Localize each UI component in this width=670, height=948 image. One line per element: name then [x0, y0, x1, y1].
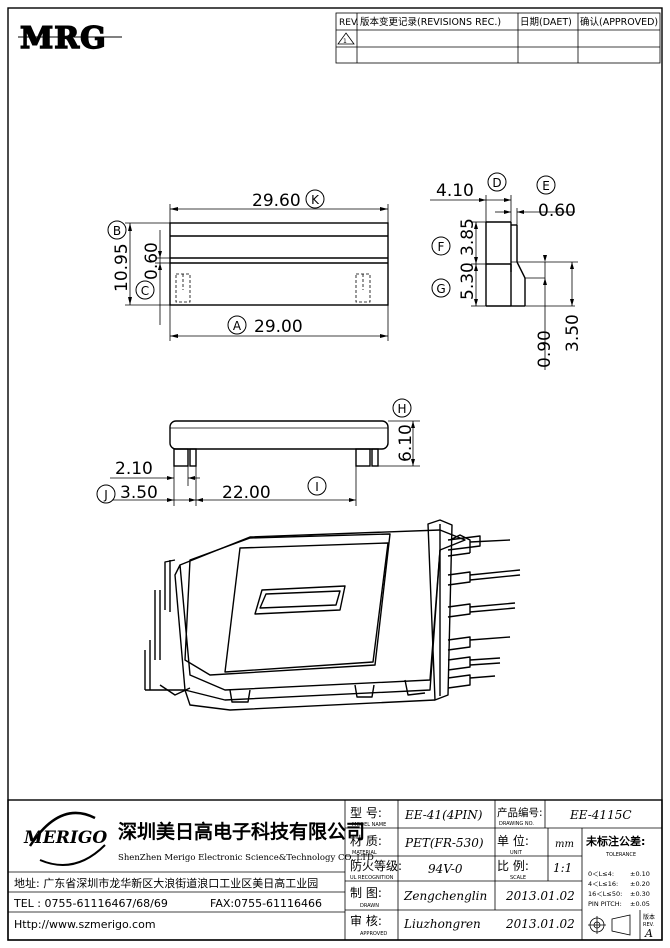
- ul-value: 94V-0: [428, 862, 463, 876]
- dim-J-letter: J: [103, 488, 108, 502]
- svg-text:UL RECOGNITION: UL RECOGNITION: [350, 875, 394, 881]
- scale-label: 比 例:: [497, 859, 529, 873]
- svg-text:UNIT: UNIT: [510, 850, 523, 856]
- website: Http://www.szmerigo.com: [14, 918, 156, 931]
- dim-E-letter: E: [542, 179, 550, 193]
- dim-B-value: 10.95: [112, 243, 132, 292]
- svg-text:REV.: REV.: [643, 922, 654, 928]
- svg-text:MATERIAL: MATERIAL: [352, 850, 377, 856]
- dim-J-value: 3.50: [120, 483, 158, 503]
- dim-H-letter: H: [397, 402, 406, 416]
- unit-value: mm: [555, 839, 574, 850]
- svg-text:SCALE: SCALE: [510, 875, 526, 881]
- dim-I-letter: I: [315, 480, 319, 494]
- svg-text:APPROVED: APPROVED: [360, 931, 387, 937]
- dim-D-value: 4.10: [436, 181, 474, 201]
- dim-G-value: 5.30: [458, 262, 478, 300]
- approved-header: 确认(APPROVED): [580, 16, 658, 28]
- svg-text:0＜L≤4:: 0＜L≤4:: [588, 870, 614, 878]
- material-value: PET(FR-530): [404, 836, 484, 850]
- svg-text:1: 1: [343, 38, 347, 45]
- svg-text:PIN PITCH:: PIN PITCH:: [588, 900, 622, 908]
- scale-value: 1:1: [553, 861, 572, 875]
- date-header: 日期(DAET): [520, 17, 572, 28]
- ul-label: 防火等级:: [350, 858, 402, 873]
- svg-text:±0.05: ±0.05: [630, 900, 650, 908]
- fax: FAX:0755-61116466: [210, 897, 322, 910]
- dim-F-value: 3.85: [458, 218, 478, 256]
- drawn-date: 2013.01.02: [505, 889, 575, 903]
- address: 地址: 广东省深圳市龙华新区大浪街道浪口工业区美日高工业园: [14, 876, 318, 890]
- dim-H-value: 6.10: [396, 424, 416, 462]
- model-value: EE-41(4PIN): [404, 808, 483, 822]
- svg-text:16＜L≤50:: 16＜L≤50:: [588, 890, 622, 898]
- material-label: 材 质:: [350, 834, 382, 848]
- dim-K-letter: K: [311, 193, 320, 207]
- bottom-view: 6.10 H 2.10 J 3.50 22.00 I: [96, 398, 420, 506]
- revision-table: REV. 版本变更记录(REVISIONS REC.) 日期(DAET) 确认(…: [335, 12, 661, 64]
- svg-text:MRG: MRG: [20, 21, 107, 56]
- approved-label: 审 核:: [350, 913, 382, 928]
- side-view: 4.10 D 0.60 E 3.85 5.30 F G 0.90 3.50: [430, 172, 583, 370]
- svg-text:MERIGO: MERIGO: [23, 828, 107, 848]
- svg-text:±0.10: ±0.10: [630, 870, 650, 878]
- dim-B-letter: B: [113, 224, 121, 238]
- dim-C-letter: C: [141, 284, 149, 298]
- svg-text:DRAWN: DRAWN: [360, 903, 379, 909]
- dim-G-letter: G: [436, 282, 445, 296]
- dim-A-value: 29.00: [254, 317, 303, 337]
- rev-header: REV.: [339, 18, 359, 28]
- dim-I-value: 22.00: [222, 483, 271, 503]
- title-block: MERIGO 深圳美日高电子科技有限公司 ShenZhen Merigo Ele…: [7, 799, 663, 941]
- unit-label: 单 位:: [497, 833, 529, 848]
- company-cn: 深圳美日高电子科技有限公司: [118, 820, 365, 843]
- isometric-view: [144, 519, 521, 711]
- drawing-no-value: EE-4115C: [569, 808, 632, 822]
- dim-350-value: 3.50: [563, 314, 583, 352]
- model-label: 型 号:: [350, 806, 382, 820]
- dim-F-letter: F: [438, 240, 445, 254]
- svg-text:TOLERANCE: TOLERANCE: [605, 852, 636, 858]
- dim-D-letter: D: [492, 176, 501, 190]
- tolerance-label: 未标注公差:: [585, 834, 645, 848]
- dim-E-value: 0.60: [538, 201, 576, 221]
- dim-090-value: 0.90: [535, 330, 555, 368]
- svg-text:DRAWING NO.: DRAWING NO.: [499, 821, 534, 827]
- drawing-no-label: 产品编号:: [497, 806, 543, 819]
- mrg-logo: MRG: [18, 20, 122, 57]
- tolerance-table: 0＜L≤4: ±0.10 4＜L≤16: ±0.20 16＜L≤50: ±0.3…: [588, 870, 650, 908]
- dim-C-value: 0.60: [142, 242, 162, 280]
- approved-date: 2013.01.02: [505, 917, 575, 931]
- record-header: 版本变更记录(REVISIONS REC.): [360, 16, 501, 28]
- front-view: 29.60 K A 29.00 B 10.95 C 0.60: [107, 189, 389, 341]
- svg-text:±0.30: ±0.30: [630, 890, 650, 898]
- rev-triangle-icon: [337, 32, 355, 45]
- version-value: A: [644, 927, 653, 940]
- dim-210-value: 2.10: [115, 459, 153, 479]
- approved-value: Liuzhongren: [403, 917, 481, 931]
- svg-text:±0.20: ±0.20: [630, 880, 650, 888]
- drawn-label: 制 图:: [350, 886, 382, 900]
- dim-K-value: 29.60: [252, 191, 301, 211]
- version-label: 版本: [643, 913, 655, 921]
- merigo-logo: MERIGO: [23, 811, 107, 866]
- projection-symbol-icon: [588, 914, 631, 936]
- company-en: ShenZhen Merigo Electronic Science&Techn…: [118, 853, 374, 863]
- tel: TEL : 0755-61116467/68/69: [13, 897, 168, 910]
- svg-text:MODEL NAME: MODEL NAME: [352, 822, 386, 828]
- drawn-value: Zengchenglin: [403, 889, 487, 903]
- svg-text:4＜L≤16:: 4＜L≤16:: [588, 880, 618, 888]
- dim-A-letter: A: [233, 319, 242, 333]
